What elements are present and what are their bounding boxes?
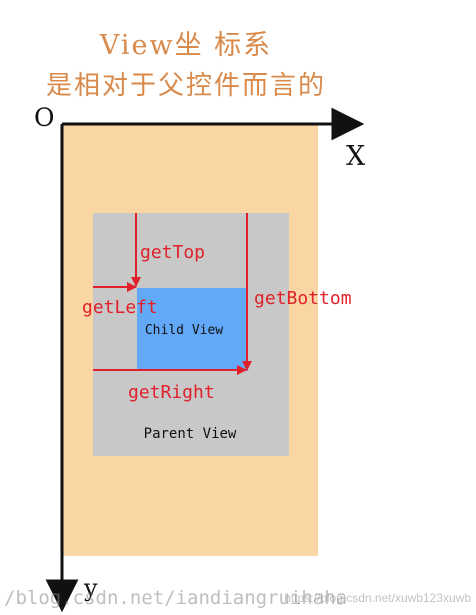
x-axis-label: X xyxy=(346,141,366,172)
get-left-label: getLeft xyxy=(82,297,158,318)
get-top-label: getTop xyxy=(140,242,205,263)
parent-view-label: Parent View xyxy=(144,426,237,442)
watermark-secondary: https://blog.csdn.net/xuwb123xuwb xyxy=(284,591,471,605)
origin-label: O xyxy=(34,103,55,132)
y-axis-label: y xyxy=(83,574,98,602)
diagram-title-line-1: View坐 标系 xyxy=(99,30,272,61)
get-bottom-label: getBottom xyxy=(254,288,352,309)
child-view-label: Child View xyxy=(145,323,223,338)
diagram-title-line-2: 是相对于父控件而言的 xyxy=(46,71,326,101)
watermark-main: /blog.csdn.net/iandiangruihaha xyxy=(4,587,347,609)
get-right-label: getRight xyxy=(128,382,215,403)
child-view-box xyxy=(137,288,248,371)
